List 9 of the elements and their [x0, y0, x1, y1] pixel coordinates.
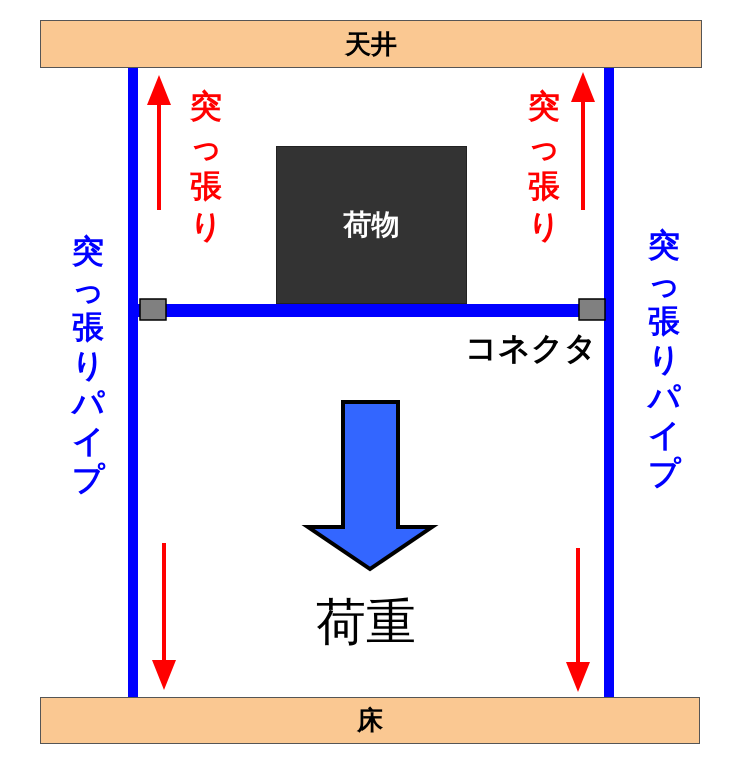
pipe-label: 突っ張りパイプ — [648, 226, 680, 492]
floor-panel: 床 — [40, 697, 700, 744]
force-label: 突っ張り — [528, 86, 560, 246]
pipe-label: 突っ張りパイプ — [72, 232, 104, 498]
ceiling-panel: 天井 — [40, 20, 702, 68]
connector-label: コネクタ — [465, 328, 597, 368]
cargo-box: 荷物 — [276, 146, 467, 304]
load-label: 荷重 — [316, 592, 416, 652]
force-label: 突っ張り — [190, 86, 222, 246]
